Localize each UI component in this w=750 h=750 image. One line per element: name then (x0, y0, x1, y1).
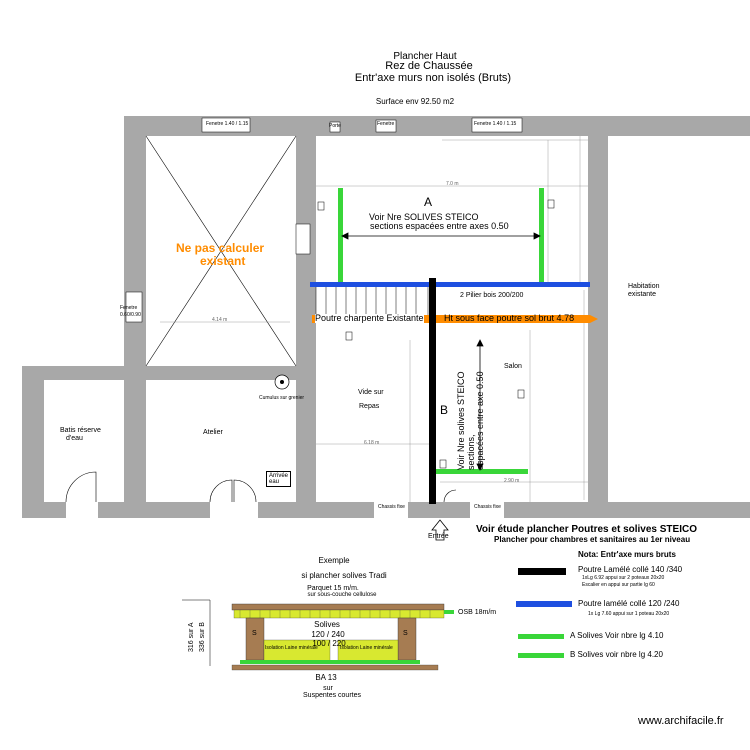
legend-green-b-title: B Solives voir nbre lg 4.20 (570, 650, 663, 659)
blue-beam (310, 282, 590, 287)
example-dim1: 316 sur A (188, 622, 195, 652)
cross-section (182, 599, 454, 671)
legend-green-b (518, 653, 564, 658)
door-swing-atelier-right (233, 479, 257, 503)
habitation-label-2: existante (628, 291, 657, 298)
legend-black-line (518, 568, 566, 575)
vide-label-2: Repas (359, 403, 380, 410)
zone-a-letter: A (424, 195, 433, 209)
dim-label: 7.0 m (446, 181, 459, 187)
example-ba13: BA 13 (315, 673, 337, 682)
example-sec2: 100 / 220 (312, 639, 346, 648)
wall-far-left (22, 366, 44, 518)
study-note: Nota: Entr'axe murs bruts (578, 550, 676, 559)
staircase (315, 285, 429, 317)
study-title: Voir étude plancher Poutres et solives S… (476, 524, 697, 535)
joist-b (432, 469, 528, 474)
example-s-right: S (403, 630, 408, 637)
example-sous-couche: sur sous-couche cellulose (307, 592, 377, 598)
steico-b-line1: Voir Nre solives STEICO (456, 371, 466, 470)
steico-b-line3: espacées entre axe 0.50 (475, 371, 485, 470)
example-sec1: 120 / 240 (311, 630, 345, 639)
entree-label: Entrée (428, 533, 449, 540)
example-laine-left: Isolation Laine minérale (265, 645, 318, 651)
habitation-label-1: Habitation (628, 283, 660, 290)
study-subtitle: Plancher pour chambres et sanitaires au … (494, 535, 691, 544)
title-plancher-haut: Plancher Haut (393, 51, 457, 62)
example-laine-right: Isolation Laine minérale (340, 645, 393, 651)
joists-a (338, 188, 544, 284)
fenetre-top-label: Fenetre 1.40 / 1.15 (206, 121, 249, 127)
fenetre-left-label-2: 0.60/0.90 (120, 312, 141, 318)
title-rez-de-chaussee: Rez de Chaussée (385, 60, 473, 72)
door-swing-batis (65, 471, 97, 503)
cumulus-label: Cumulus sur grenier (259, 395, 305, 401)
legend-blue-line1: 1x Lg 7.60 appui sur 1 poteau 20x20 (588, 611, 670, 617)
vide-label-1: Vide sur (358, 389, 384, 396)
example-solives: Solives (314, 620, 340, 629)
legend-blue-title: Poutre lamélé collé 120 /240 (578, 599, 680, 608)
surface-label: Surface env 92.50 m2 (375, 97, 455, 106)
batis-label-2: d'eau (66, 435, 83, 442)
title-entraxe: Entr'axe murs non isolés (Bruts) (354, 72, 512, 84)
door-swing-atelier-left (209, 479, 233, 503)
example-title1: Exemple (318, 556, 350, 565)
ht-sous-face-label: Ht sous face poutre sol brut 4.78 (444, 313, 575, 323)
poutre-charpente-label: Poutre charpente Existante (315, 313, 424, 323)
wall-atelier-top (44, 366, 316, 380)
dim-label: 4.14 m (212, 317, 228, 323)
batis-label-1: Batis réserve (60, 427, 101, 434)
pilier-label: 2 Pilier bois 200/200 (460, 292, 524, 299)
wall-mid-lower (296, 366, 316, 502)
porte-label: Porte (329, 123, 341, 129)
dim-label: 6.18 m (364, 440, 380, 446)
steico-a-line2: sections espacées entre axes 0.50 (370, 221, 509, 231)
fenetre-left-label-1: Fenetre (120, 305, 138, 311)
example-parquet: Parquet 15 m/m. (307, 585, 359, 592)
zone-b-letter: B (440, 403, 449, 417)
fenetre2-label: Fenetre (377, 121, 395, 127)
no-calc-label-2: existant (200, 254, 246, 268)
legend-blue-line (516, 601, 572, 607)
example-dim2: 336 sur B (199, 622, 206, 652)
door-swing-small (443, 489, 457, 503)
wall-top (124, 116, 750, 136)
example-osb: OSB 18m/m (458, 609, 497, 616)
legend-black-line1: 1xLg 6.92 appui sur 2 poteaux 20x20 (582, 575, 665, 581)
fenetre3-label: Fenetre 1.40 / 1.15 (474, 121, 517, 127)
dim-label: 2.90 m (504, 478, 520, 484)
atelier-label: Atelier (203, 429, 223, 436)
chassis2-label: Chassis fixe (474, 504, 501, 510)
steico-a-line1: Voir Nre SOLIVES STEICO (369, 212, 479, 222)
salon-label: Salon (504, 363, 522, 370)
example-sur: sur (323, 685, 333, 692)
entrance-arrow-icon (431, 519, 449, 541)
legend-black-title: Poutre Lamélé collé 140 /340 (578, 565, 683, 574)
legend-black-line2: Escalier en appui sur partie lg 60 (582, 582, 655, 588)
example-title2: si plancher solives Tradi (301, 571, 387, 580)
example-suspentes: Suspentes courtes (303, 692, 361, 699)
legend-green-a-title: A Solives Voir nbre lg 4.10 (570, 631, 664, 640)
example-s-left: S (252, 630, 257, 637)
footer-site[interactable]: www.archifacile.fr (638, 715, 724, 727)
chassis1-label: Chassis fixe (378, 504, 405, 510)
walls (22, 116, 750, 518)
wall-left-upper (124, 116, 146, 366)
legend-green-a (518, 634, 564, 639)
wall-batis-right (124, 380, 146, 502)
black-beam (429, 278, 436, 504)
no-calc-label-1: Ne pas calculer (176, 241, 265, 255)
